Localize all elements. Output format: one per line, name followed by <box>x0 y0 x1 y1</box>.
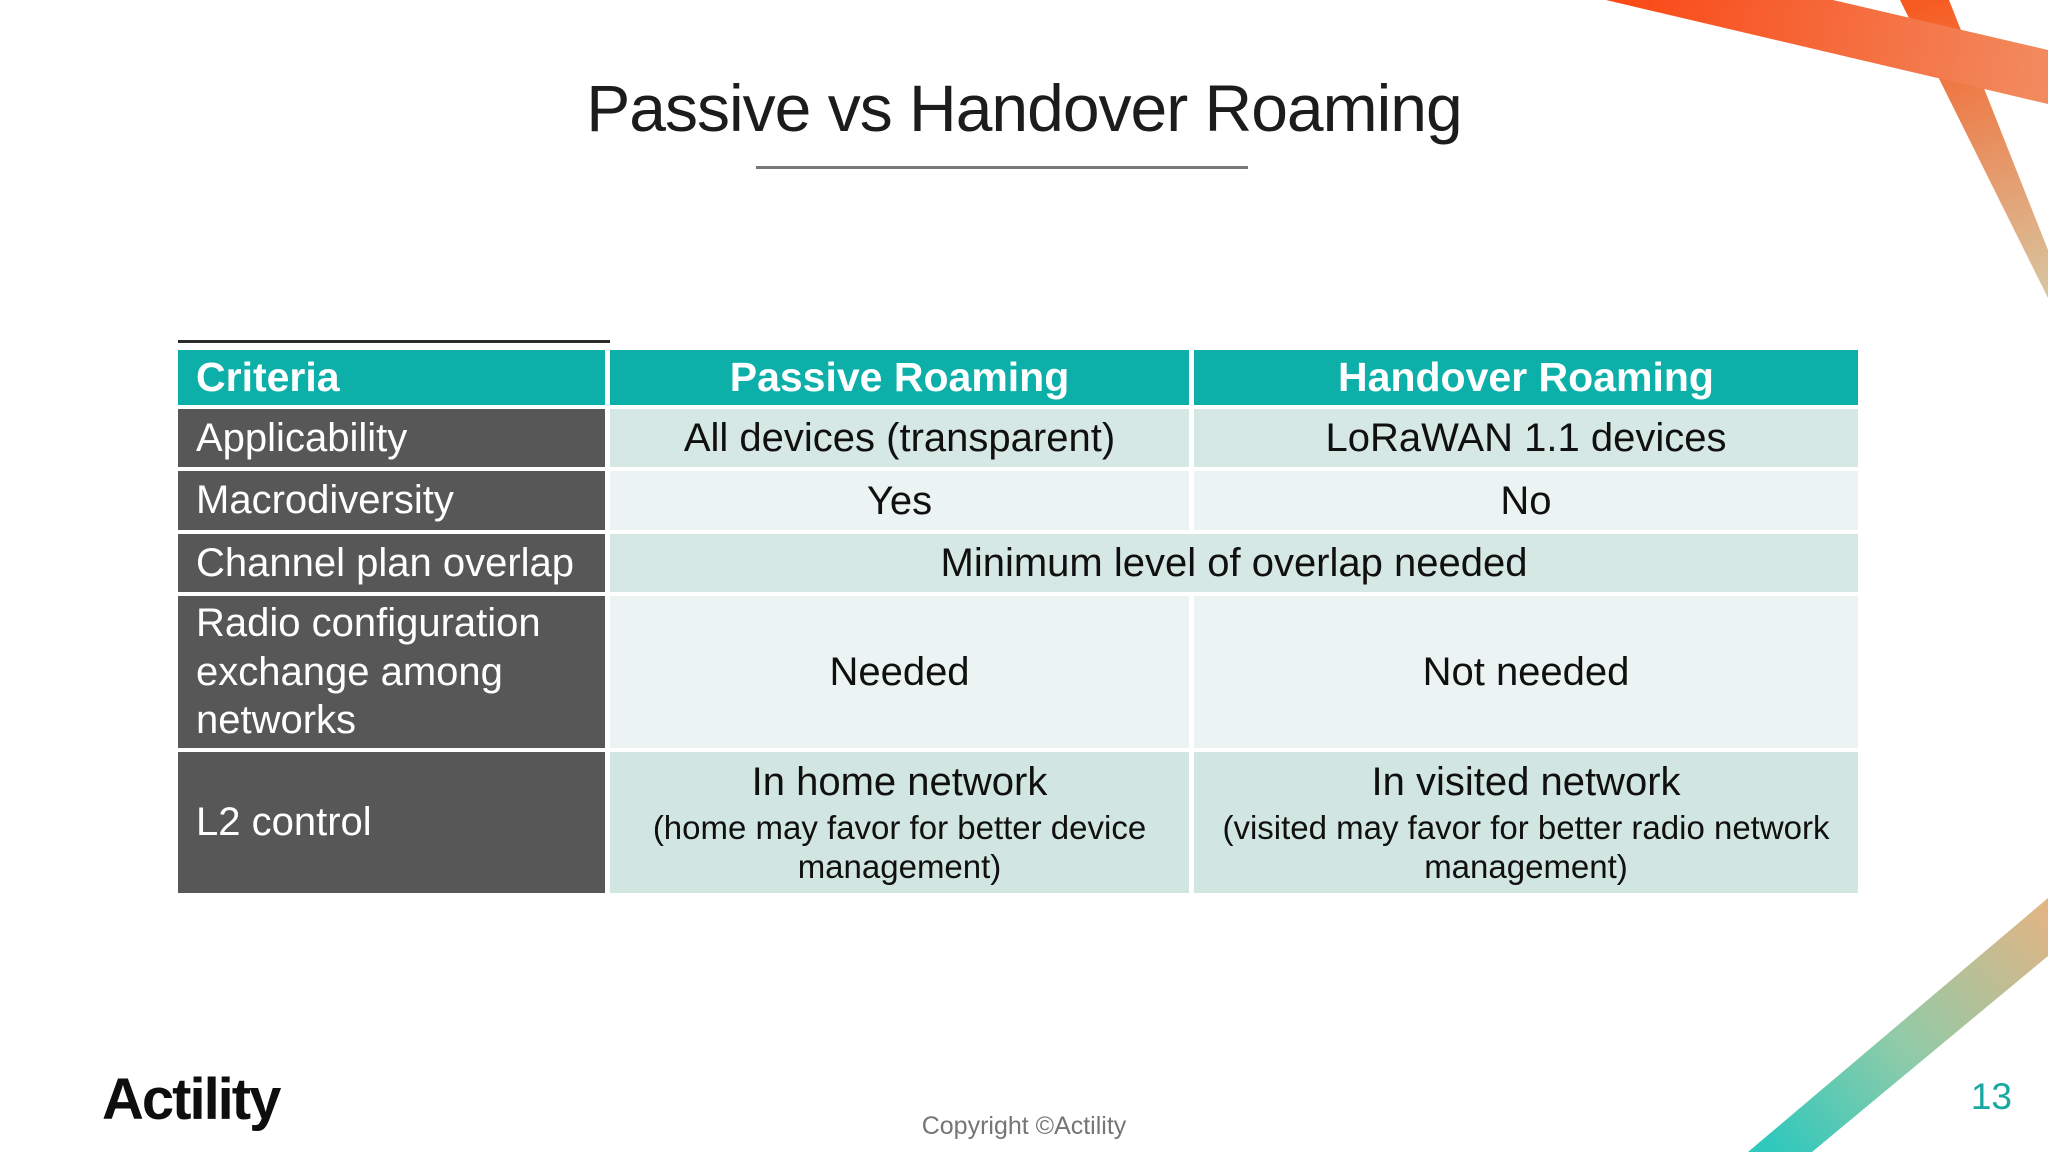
header-cell-passive-roaming: Passive Roaming <box>610 350 1189 405</box>
table-cell-handover-radio-configuration: Not needed <box>1194 596 1858 748</box>
criteria-cell-applicability: Applicability <box>178 409 605 467</box>
footer-copyright: Copyright ©Actility <box>921 1112 1127 1140</box>
table-cell-passive-applicability: All devices (transparent) <box>610 409 1189 467</box>
criteria-cell-l2-control: L2 control <box>178 752 605 893</box>
header-cell-handover-roaming: Handover Roaming <box>1194 350 1858 405</box>
l2-passive-note-text: (home may favor for better device manage… <box>652 809 1147 885</box>
table-cell-handover-applicability: LoRaWAN 1.1 devices <box>1194 409 1858 467</box>
title-underline-decoration <box>756 166 1248 169</box>
table-cell-passive-l2-control: In home network (home may favor for bett… <box>610 752 1189 893</box>
comparison-table: Criteria Passive Roaming Handover Roamin… <box>178 350 1858 893</box>
criteria-cell-radio-configuration: Radio configuration exchange among netwo… <box>178 596 605 748</box>
l2-passive-main-text: In home network <box>751 760 1048 805</box>
actility-logo: Actility <box>102 1067 281 1132</box>
table-cell-passive-radio-configuration: Needed <box>610 596 1189 748</box>
slide-title: Passive vs Handover Roaming <box>586 71 1462 145</box>
top-right-steep-ribbon-decoration <box>1900 0 2048 298</box>
l2-handover-note-text: (visited may favor for better radio netw… <box>1222 809 1830 885</box>
criteria-cell-macrodiversity: Macrodiversity <box>178 471 605 530</box>
header-cell-criteria: Criteria <box>178 350 605 405</box>
table-cell-merged-channel-plan-overlap: Minimum level of overlap needed <box>610 534 1858 592</box>
table-cell-handover-macrodiversity: No <box>1194 471 1858 530</box>
table-top-border-decoration <box>178 340 610 343</box>
table-cell-handover-l2-control: In visited network (visited may favor fo… <box>1194 752 1858 893</box>
l2-handover-main-text: In visited network <box>1371 760 1681 805</box>
criteria-cell-channel-plan-overlap: Channel plan overlap <box>178 534 605 592</box>
page-number: 13 <box>1970 1076 2012 1117</box>
table-cell-passive-macrodiversity: Yes <box>610 471 1189 530</box>
